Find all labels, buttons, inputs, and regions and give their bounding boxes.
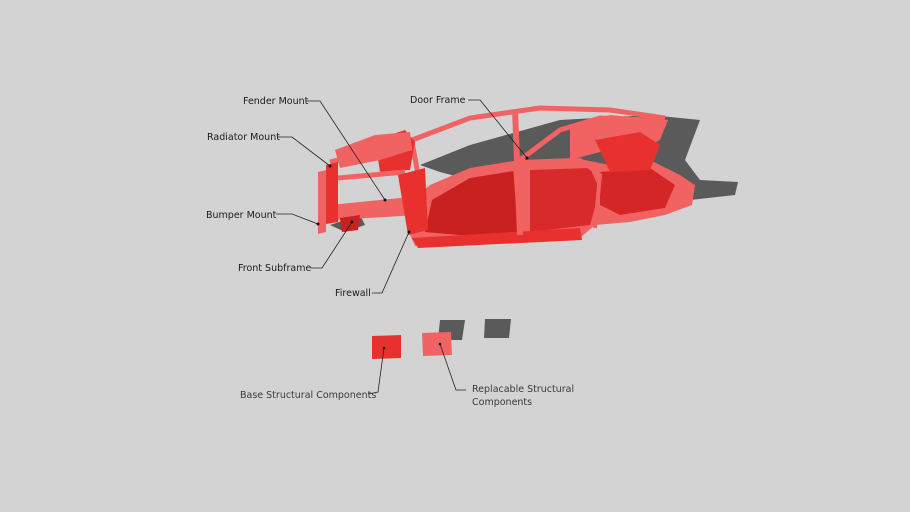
label-firewall: Firewall xyxy=(335,288,371,299)
front-door-opening xyxy=(429,162,522,236)
legend-swatch-replaceable xyxy=(422,332,452,356)
radiator-support xyxy=(326,162,338,224)
legend-label-base: Base Structural Components xyxy=(240,390,376,401)
legend-shadow-2 xyxy=(484,319,511,338)
legend-label-replaceable-2: Components xyxy=(472,397,532,408)
rocker-sill xyxy=(412,228,582,248)
subframe-under xyxy=(340,215,360,232)
label-front-subframe: Front Subframe xyxy=(238,263,311,274)
rear-quarter xyxy=(595,132,660,172)
firewall-panel xyxy=(398,168,428,235)
legend-label-replaceable-1: Replacable Structural xyxy=(472,384,574,395)
label-radiator-mount: Radiator Mount xyxy=(207,132,280,143)
rear-door-opening xyxy=(524,157,603,229)
car-body xyxy=(318,105,695,248)
inner-cavity-front xyxy=(425,170,520,236)
front-rail-upper xyxy=(329,145,413,165)
front-rail-lower xyxy=(330,198,420,220)
inner-cavity-rear xyxy=(600,168,675,215)
label-bumper-mount: Bumper Mount xyxy=(206,210,277,221)
label-door-frame: Door Frame xyxy=(410,95,466,106)
leader-lines xyxy=(276,99,529,294)
legend-swatch-base xyxy=(372,335,401,359)
label-fender-mount: Fender Mount xyxy=(243,96,309,107)
front-crossmember xyxy=(337,169,406,181)
roof-rail-left xyxy=(411,105,666,143)
legend: Base Structural Components Replacable St… xyxy=(240,319,574,408)
bumper-beam xyxy=(318,170,326,234)
inner-cavity-mid xyxy=(530,168,600,232)
